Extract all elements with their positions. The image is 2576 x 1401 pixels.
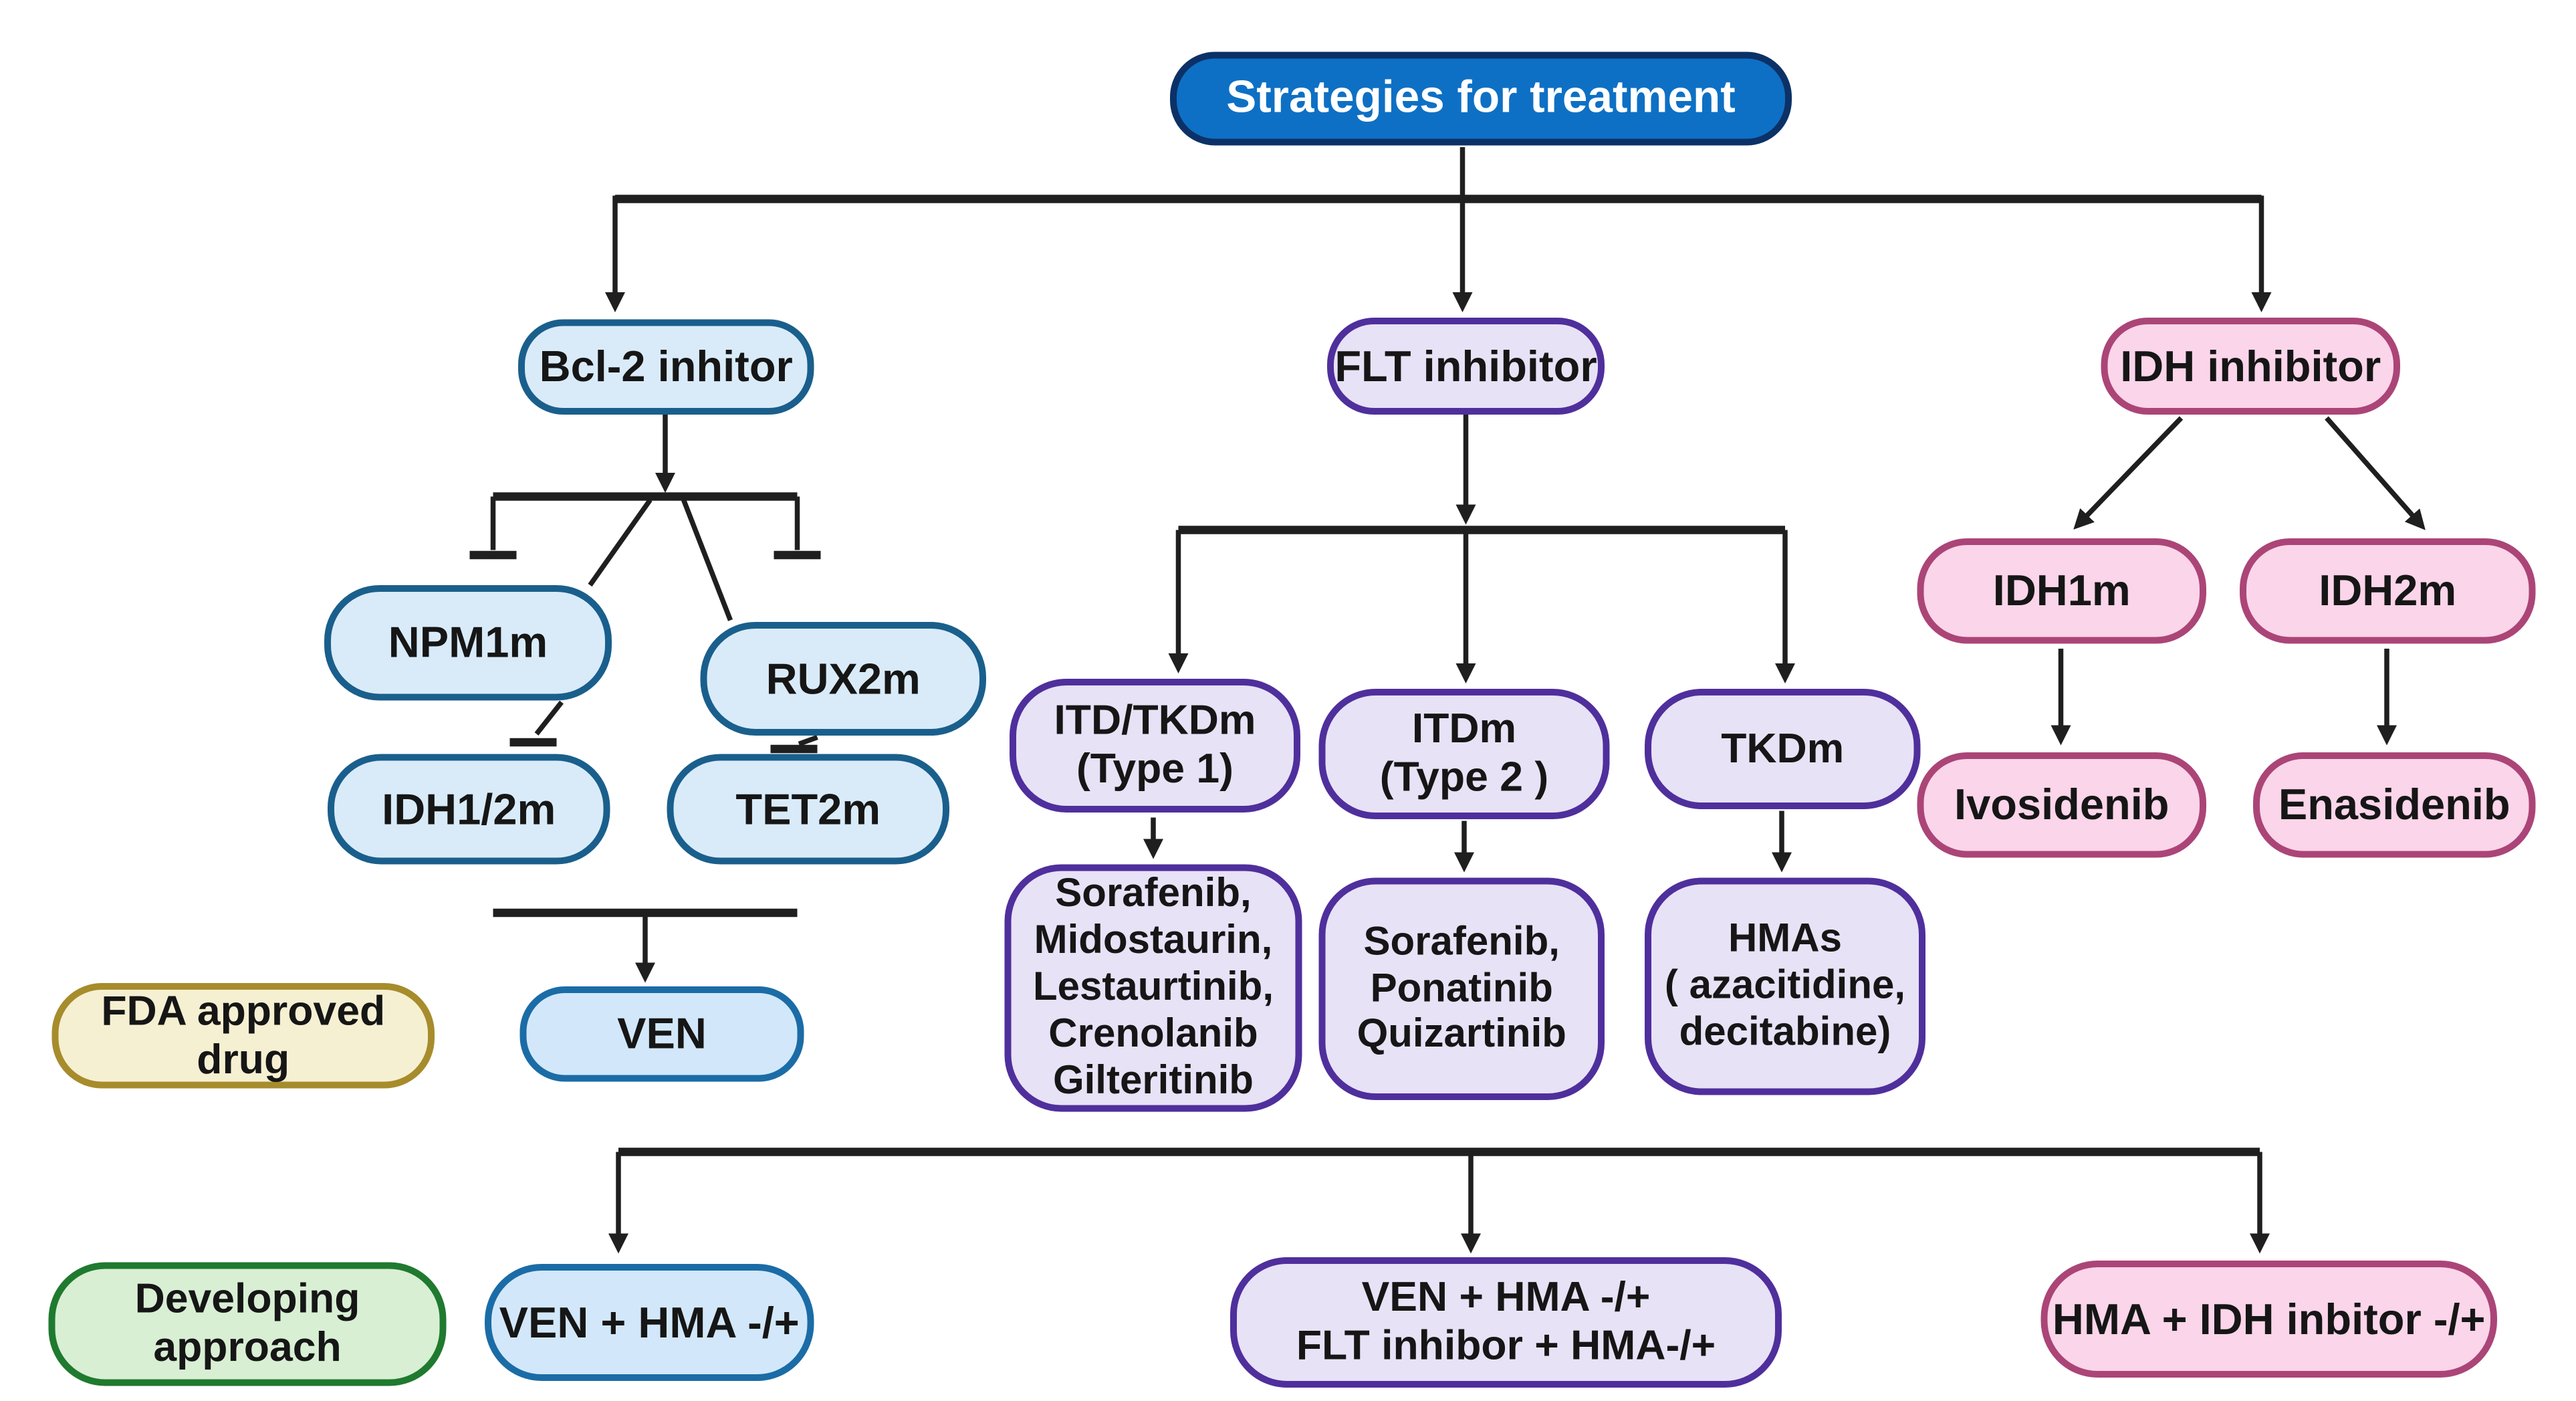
node-ivosidenib: Ivosidenib [1917,752,2206,858]
node-tet2m: TET2m [667,754,949,865]
node-ven_hma: VEN + HMA -/+ [485,1264,814,1381]
node-combo_mid: VEN + HMA -/+ FLT inhibor + HMA-/+ [1230,1257,1782,1388]
node-enasidenib: Enasidenib [2253,752,2536,858]
edge-arrow-idh-idh2m [2325,416,2426,530]
node-tkdm: TKDm [1645,689,1921,809]
node-itd_tkdm: ITD/TKDm (Type 1) [1010,679,1300,813]
node-rux2m: RUX2m [700,622,986,736]
node-flt: FLT inhibitor [1327,318,1605,415]
edge-line-bcl2-bus-npm1m [588,498,653,587]
node-ven: VEN [519,986,804,1082]
node-idh12m: IDH1/2m [328,754,610,865]
node-title: Strategies for treatment [1170,51,1792,146]
node-hma_idh: HMA + IDH inbitor -/+ [2040,1261,2497,1378]
node-idh: IDH inhibitor [2101,318,2400,415]
node-drugs_hma: HMAs ( azacitidine, decitabine) [1645,877,1925,1095]
node-idh1m: IDH1m [1917,538,2206,644]
node-itdm: ITDm (Type 2 ) [1318,689,1610,819]
node-drugs_type2: Sorafenib, Ponatinib Quizartinib [1318,877,1605,1100]
node-fda_legend: FDA approved drug [51,983,435,1089]
edge-line-npm1m-idh12m [534,700,564,736]
node-npm1m: NPM1m [324,585,612,701]
node-dev_legend: Developing approach [48,1262,447,1386]
edge-line-rux2m-tet2m [798,734,818,747]
node-drugs_type1: Sorafenib, Midostaurin, Lestaurtinib, Cr… [1004,864,1302,1112]
edge-line-bcl2-bus-rux2m [681,499,733,621]
node-idh2m: IDH2m [2240,538,2536,644]
edge-arrow-idh-idh1m [2073,416,2184,530]
node-bcl2: Bcl-2 inhitor [518,319,814,415]
